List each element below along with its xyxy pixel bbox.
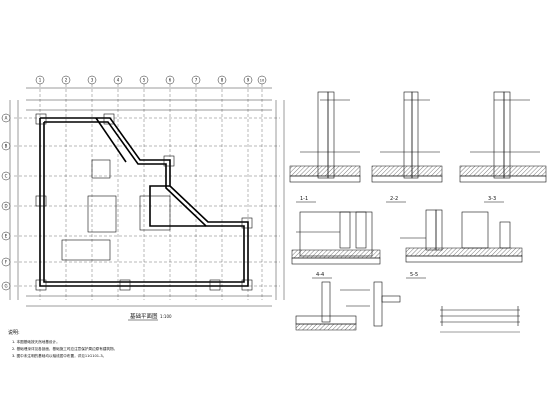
section-label: 5-5 [410, 272, 418, 278]
axis-label-left: B [5, 144, 8, 149]
axis-label-top: 5 [143, 78, 146, 83]
section-1-1: 1-1 [289, 91, 361, 203]
section-3-3: 3-3 [459, 91, 547, 203]
notes-line: 2. 基础埋深详见各剖面，基础施工时应注意保护周边原有建筑物。 [12, 346, 117, 351]
axis-label-left: A [5, 116, 8, 121]
axis-label-top: 3 [91, 78, 94, 83]
axis-label-left: F [5, 260, 8, 265]
axis-label-top: 7 [195, 78, 198, 83]
axis-label-top: 8 [221, 78, 224, 83]
left-axis-bubbles: A B C D E F G [1, 113, 11, 291]
axis-label-top: 1 [39, 78, 42, 83]
section-5-5: 5-5 [400, 209, 523, 279]
column-footings [35, 113, 253, 291]
general-notes: 说明: 1. 本图基础按天然地基设计。 2. 基础埋深详见各剖面，基础施工时应注… [8, 329, 117, 358]
plan-scale: 1:100 [160, 314, 172, 319]
section-label: 2-2 [390, 196, 398, 202]
axis-label-left: C [5, 174, 8, 179]
rebar-detail [440, 306, 520, 333]
section-label: 4-4 [316, 272, 324, 278]
section-4-4: 4-4 [291, 211, 381, 279]
axis-label-left: D [4, 204, 7, 209]
notes-line: 3. 图中未注明的基础均以轴线居中布置，详见11G101-3。 [12, 353, 106, 358]
axis-label-left: E [5, 234, 8, 239]
axis-label-top: 9 [247, 78, 250, 83]
axis-grid [14, 84, 280, 300]
axis-label-top: 2 [65, 78, 68, 83]
notes-heading: 说明: [8, 329, 20, 336]
axis-label-top: 4 [117, 78, 120, 83]
top-axis-bubbles: 1 2 3 4 5 6 7 8 9 10 [35, 75, 267, 85]
notes-line: 1. 本图基础按天然地基设计。 [12, 339, 60, 344]
plan-top-dimensions [26, 87, 272, 111]
section-label: 3-3 [488, 196, 496, 202]
foundation-plan: 1 2 3 4 5 6 7 8 9 10 A B C D E F G [1, 75, 285, 321]
axis-label-left: G [4, 284, 7, 289]
column-footing-detail [295, 281, 401, 331]
foundation-walls [39, 117, 249, 287]
section-2-2: 2-2 [371, 91, 443, 203]
section-label: 1-1 [300, 196, 308, 202]
axis-label-top: 6 [169, 78, 172, 83]
axis-label-top: 10 [260, 79, 264, 83]
plan-side-dimensions [9, 100, 285, 300]
plan-title: 基础平面图 [130, 312, 158, 320]
plan-bottom-dimensions [26, 295, 272, 307]
